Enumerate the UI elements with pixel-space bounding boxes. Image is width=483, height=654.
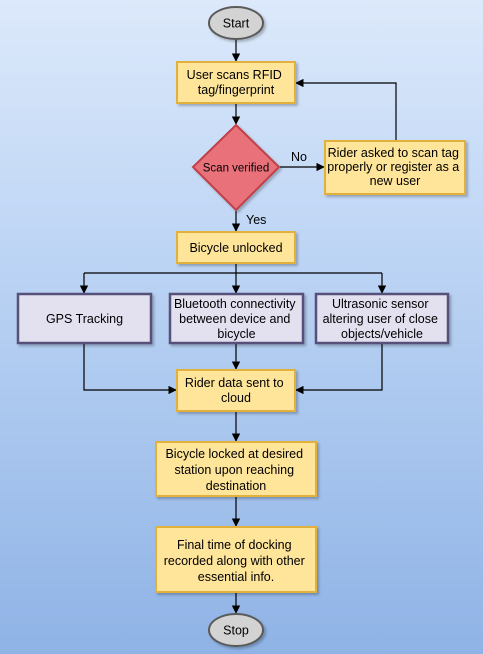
bluetooth-line-2: between device and xyxy=(179,312,290,326)
edge-retry-back-to-scan xyxy=(295,78,397,141)
ultrasonic-line-1: Ultrasonic sensor xyxy=(332,297,429,311)
decision-label: Scan verified xyxy=(203,163,269,175)
stop-label: Stop xyxy=(223,624,249,638)
unlocked-label: Bicycle unlocked xyxy=(189,241,282,255)
unlocked-process-box xyxy=(176,231,296,264)
locked-line-3: destination xyxy=(206,479,267,493)
bluetooth-line-3: bicycle xyxy=(217,327,255,341)
ultrasonic-box xyxy=(314,292,450,345)
locked-line-1: Bicycle locked at desired xyxy=(165,447,303,461)
final-line-2: recorded along with other xyxy=(164,554,305,568)
final-line-1: Final time of docking xyxy=(177,538,292,552)
retry-line-2: properly or register as a xyxy=(327,160,459,174)
final-process-box xyxy=(155,526,317,593)
bluetooth-text: Bluetooth connectivity between device an… xyxy=(174,297,299,341)
cloud-line-2: cloud xyxy=(221,391,251,405)
scan-process-text: User scans RFID tag/fingerprint xyxy=(187,68,286,97)
scan-verified-decision xyxy=(191,123,281,212)
locked-process-box xyxy=(155,441,317,497)
cloud-process-text: Rider data sent to cloud xyxy=(185,376,287,405)
gps-tracking-box xyxy=(16,292,153,345)
locked-process-text: Bicycle locked at desired station upon r… xyxy=(165,447,306,493)
edge-gps-to-cloud xyxy=(83,343,177,395)
start-label: Start xyxy=(223,17,250,31)
scan-line-2: tag/fingerprint xyxy=(198,83,275,97)
connectors xyxy=(79,40,397,614)
stop-terminal xyxy=(208,613,264,647)
edge-label-no: No xyxy=(291,150,307,164)
retry-process-text: Rider asked to scan tag properly or regi… xyxy=(327,146,463,188)
cloud-process-box xyxy=(176,369,296,412)
retry-process-box xyxy=(324,140,466,195)
cloud-line-1: Rider data sent to xyxy=(185,376,284,390)
locked-line-2: station upon reaching xyxy=(174,463,294,477)
start-terminal xyxy=(208,6,264,40)
ultrasonic-text: Ultrasonic sensor altering user of close… xyxy=(323,297,442,341)
bluetooth-line-1: Bluetooth connectivity xyxy=(174,297,296,311)
edge-ultrasonic-to-cloud xyxy=(295,343,383,395)
final-line-3: essential info. xyxy=(198,570,274,584)
ultrasonic-line-3: objects/vehicle xyxy=(341,327,423,341)
bluetooth-box xyxy=(168,292,305,345)
ultrasonic-line-2: altering user of close xyxy=(323,312,438,326)
retry-line-3: new user xyxy=(370,174,421,188)
retry-line-1: Rider asked to scan tag xyxy=(328,146,459,160)
scan-line-1: User scans RFID xyxy=(187,68,282,82)
gps-label: GPS Tracking xyxy=(46,312,123,326)
scan-process-box xyxy=(176,61,296,104)
final-process-text: Final time of docking recorded along wit… xyxy=(164,538,309,584)
edge-label-yes: Yes xyxy=(246,213,266,227)
